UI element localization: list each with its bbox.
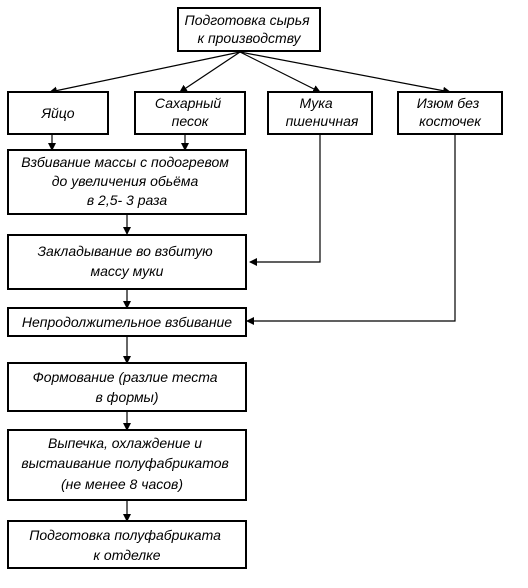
node-prep-line-2: к производству	[197, 30, 301, 46]
node-finish-label: Подготовка полуфабриката к отделке	[29, 527, 225, 563]
node-egg-line-1: Яйцо	[40, 105, 74, 121]
node-baking-box	[7, 429, 247, 501]
node-whip-box	[7, 149, 247, 215]
node-prep: Подготовка сырья к производству	[177, 7, 321, 52]
node-raisin-box	[397, 91, 503, 135]
node-whip-line-3: в 2,5- 3 раза	[87, 192, 168, 208]
node-baking-label: Выпечка, охлаждение и выстаивание полуфа…	[21, 435, 232, 492]
connectors	[48, 51, 456, 522]
node-sugar-box	[134, 91, 246, 135]
node-raisin: Изюм без косточек	[397, 91, 503, 135]
node-add-flour-box	[7, 234, 247, 290]
node-add-flour: Закладывание во взбитую массу муки	[7, 234, 247, 290]
node-add-flour-line-1: Закладывание во взбитую	[37, 243, 213, 259]
node-prep-label: Подготовка сырья к производству	[185, 12, 314, 46]
node-forming-line-2: в формы)	[95, 389, 158, 405]
arrow-prep-to-flour	[239, 51, 321, 93]
node-baking-line-2: выстаивание полуфабрикатов	[21, 455, 228, 471]
node-sugar-line-1: Сахарный	[155, 95, 221, 111]
node-short-whip-line-1: Непродолжительное взбивание	[22, 314, 232, 330]
arrow-flour-to-add-flour	[249, 134, 321, 266]
node-sugar-label: Сахарный песок	[155, 95, 225, 129]
arrow-raisin-to-short-whip	[246, 134, 456, 325]
node-egg-label: Яйцо	[40, 105, 74, 121]
node-egg: Яйцо	[7, 91, 109, 135]
node-baking-line-1: Выпечка, охлаждение и	[48, 435, 202, 451]
node-add-flour-label: Закладывание во взбитую массу муки	[37, 243, 216, 279]
node-forming-box	[7, 362, 247, 412]
arrow-prep-to-raisin	[239, 51, 451, 95]
node-flour-line-1: Мука	[299, 95, 332, 111]
node-whip-line-1: Взбивание массы с подогревом	[21, 154, 229, 170]
node-raisin-label: Изюм без косточек	[417, 95, 483, 129]
node-finish-box	[7, 520, 247, 569]
node-whip: Взбивание массы с подогревом до увеличен…	[7, 149, 247, 215]
arrow-prep-to-egg	[49, 51, 241, 95]
node-finish: Подготовка полуфабриката к отделке	[7, 520, 247, 569]
node-baking: Выпечка, охлаждение и выстаивание полуфа…	[7, 429, 247, 501]
node-flour-label: Мука пшеничная	[286, 95, 359, 129]
node-whip-line-2: до увеличения обьёма	[52, 173, 199, 189]
node-forming-label: Формование (разлие теста в формы)	[33, 369, 222, 405]
node-flour-box	[267, 91, 373, 135]
arrow-prep-to-sugar	[179, 51, 241, 93]
node-flour: Мука пшеничная	[267, 91, 373, 135]
node-baking-line-3: (не менее 8 часов)	[61, 476, 183, 492]
node-raisin-line-2: косточек	[419, 113, 482, 129]
node-egg-box	[7, 91, 109, 135]
node-sugar-line-2: песок	[172, 113, 210, 129]
node-short-whip-box	[7, 307, 247, 337]
node-flour-line-2: пшеничная	[286, 113, 359, 129]
node-finish-line-2: к отделке	[93, 547, 160, 563]
node-forming-line-1: Формование (разлие теста	[33, 369, 218, 385]
node-short-whip-label: Непродолжительное взбивание	[22, 314, 232, 330]
node-raisin-line-1: Изюм без	[417, 95, 480, 111]
node-finish-line-1: Подготовка полуфабриката	[29, 527, 221, 543]
node-sugar: Сахарный песок	[134, 91, 246, 135]
node-forming: Формование (разлие теста в формы)	[7, 362, 247, 412]
node-whip-label: Взбивание массы с подогревом до увеличен…	[21, 154, 233, 208]
node-prep-line-1: Подготовка сырья	[185, 12, 311, 28]
node-prep-box	[177, 7, 321, 52]
node-short-whip: Непродолжительное взбивание	[7, 307, 247, 337]
node-add-flour-line-2: массу муки	[91, 263, 164, 279]
